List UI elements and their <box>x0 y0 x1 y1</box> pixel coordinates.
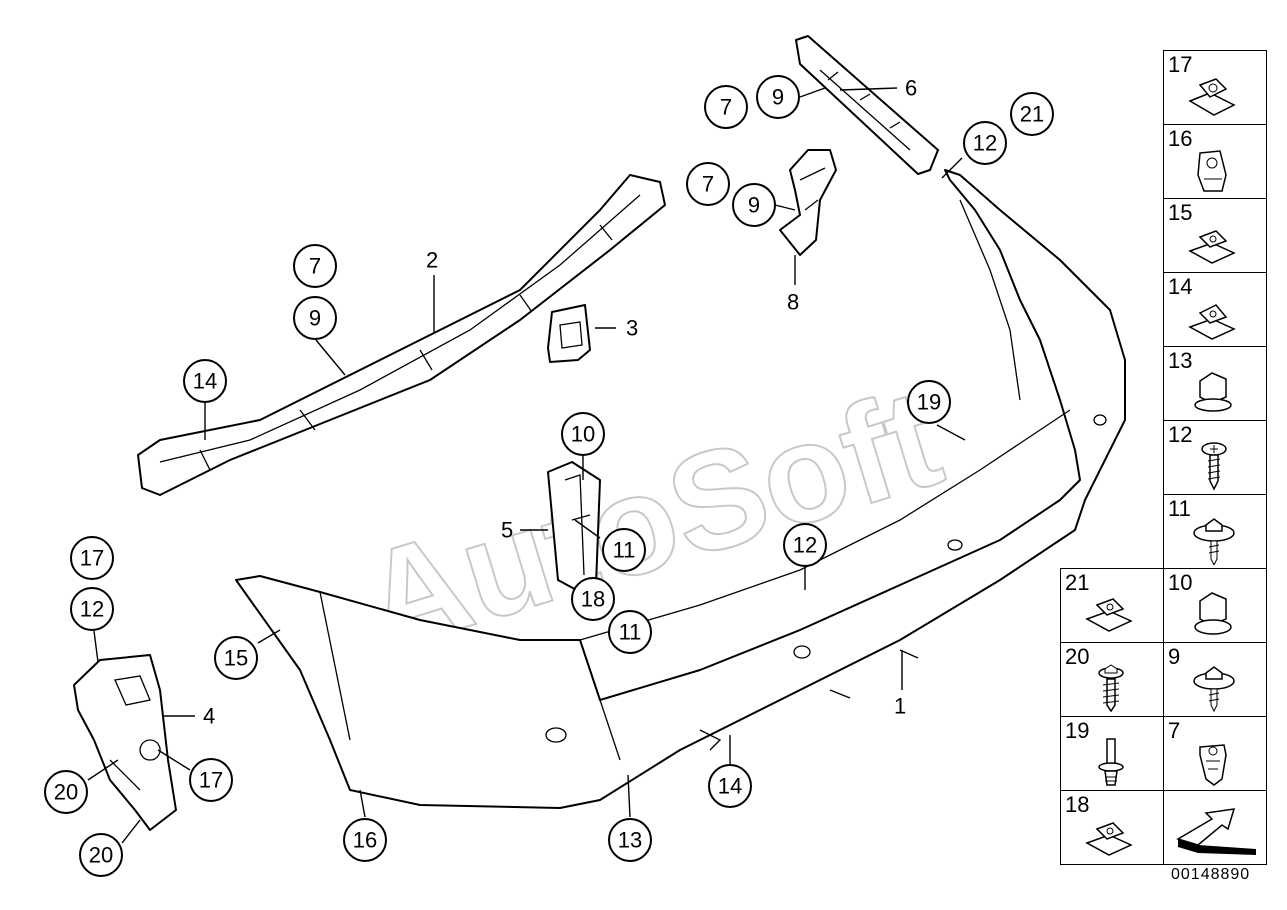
callout-12c: 12 <box>70 587 114 631</box>
legend-cell-10: 10 <box>1163 568 1267 643</box>
svg-text:12: 12 <box>793 533 817 558</box>
callout-9b: 9 <box>732 183 776 227</box>
clip-nut-icon <box>1188 304 1236 340</box>
callout-12b: 12 <box>783 523 827 567</box>
legend-cell-7: 7 <box>1163 716 1267 791</box>
label-8: 8 <box>787 290 799 315</box>
svg-text:14: 14 <box>718 774 742 799</box>
callout-11a: 11 <box>602 528 646 572</box>
callout-19: 19 <box>907 380 951 424</box>
label-5: 5 <box>501 518 513 543</box>
part-3-clip <box>547 304 591 363</box>
legend-cell-12: 12 <box>1163 420 1267 495</box>
part-8-bracket <box>779 149 837 256</box>
callout-10: 10 <box>561 412 605 456</box>
svg-text:12: 12 <box>80 597 104 622</box>
callout-17b: 17 <box>189 758 233 802</box>
hex-cap-nut-icon <box>1194 372 1232 412</box>
leader-lines <box>87 87 966 844</box>
svg-text:9: 9 <box>309 306 321 331</box>
callout-9c: 9 <box>293 296 337 340</box>
callout-16: 16 <box>343 818 387 862</box>
svg-text:17: 17 <box>199 768 223 793</box>
callout-20a: 20 <box>44 770 88 814</box>
svg-text:20: 20 <box>54 780 78 805</box>
callout-18: 18 <box>571 577 615 621</box>
hex-cap-nut-icon <box>1194 592 1232 635</box>
callout-13: 13 <box>608 818 652 862</box>
legend-cell-arrow <box>1163 790 1267 865</box>
washer-screw-icon <box>1193 666 1235 713</box>
svg-text:14: 14 <box>193 369 217 394</box>
svg-text:11: 11 <box>613 538 636 563</box>
callout-12a: 12 <box>963 121 1007 165</box>
label-4: 4 <box>203 704 215 729</box>
legend-cell-19: 19 <box>1060 716 1164 791</box>
svg-text:7: 7 <box>702 172 714 197</box>
label-1: 1 <box>894 694 906 719</box>
clip-nut-icon <box>1085 598 1133 632</box>
clip-nut-icon <box>1188 78 1236 116</box>
callout-17a: 17 <box>70 536 114 580</box>
svg-text:20: 20 <box>89 843 113 868</box>
legend-cell-11: 11 <box>1163 494 1267 569</box>
label-3: 3 <box>626 316 638 341</box>
legend-cell-9: 9 <box>1163 642 1267 717</box>
expanding-nut-icon <box>1199 744 1227 786</box>
svg-text:21: 21 <box>1020 102 1044 127</box>
callout-15: 15 <box>214 636 258 680</box>
legend-cell-14: 14 <box>1163 272 1267 347</box>
svg-text:10: 10 <box>571 422 595 447</box>
callout-14a: 14 <box>183 359 227 403</box>
svg-text:16: 16 <box>353 828 377 853</box>
svg-text:7: 7 <box>309 254 321 279</box>
part-1-bumper <box>235 169 1126 809</box>
svg-text:11: 11 <box>619 620 642 645</box>
svg-text:13: 13 <box>618 828 642 853</box>
callout-9a: 9 <box>756 75 800 119</box>
callout-7a: 7 <box>704 85 748 129</box>
svg-text:7: 7 <box>720 95 732 120</box>
svg-text:19: 19 <box>917 390 941 415</box>
part-6-bracket <box>795 35 939 175</box>
label-6: 6 <box>905 76 917 101</box>
callout-14b: 14 <box>708 764 752 808</box>
clip-nut-icon <box>1188 230 1236 264</box>
legend-cell-16: 16 <box>1163 124 1267 199</box>
svg-text:9: 9 <box>772 85 784 110</box>
svg-text:15: 15 <box>224 646 248 671</box>
washer-screw-icon <box>1193 518 1235 565</box>
callout-7c: 7 <box>293 244 337 288</box>
part-4-bracket <box>73 654 177 831</box>
legend-cell-13: 13 <box>1163 346 1267 421</box>
svg-text:17: 17 <box>80 546 104 571</box>
legend-cell-21: 21 <box>1060 568 1164 643</box>
svg-text:18: 18 <box>581 587 605 612</box>
spring-clip-icon <box>1197 150 1227 192</box>
svg-text:9: 9 <box>748 193 760 218</box>
callout-11b: 11 <box>608 610 652 654</box>
legend-cell-18: 18 <box>1060 790 1164 865</box>
callout-7b: 7 <box>686 162 730 206</box>
screw-icon <box>1201 442 1227 491</box>
label-2: 2 <box>426 248 438 273</box>
expansion-rivet-icon <box>1098 738 1124 786</box>
collar-screw-icon <box>1098 664 1124 713</box>
legend-cell-17: 17 <box>1163 50 1267 125</box>
figure-number: 00148890 <box>1171 866 1251 883</box>
callout-21: 21 <box>1010 92 1054 136</box>
callout-20b: 20 <box>79 833 123 877</box>
legend-cell-20: 20 <box>1060 642 1164 717</box>
arrow-icon <box>1176 808 1256 855</box>
clip-nut-icon <box>1085 822 1133 856</box>
svg-text:12: 12 <box>973 131 997 156</box>
part-2-carrier <box>137 174 666 496</box>
legend-cell-15: 15 <box>1163 198 1267 273</box>
